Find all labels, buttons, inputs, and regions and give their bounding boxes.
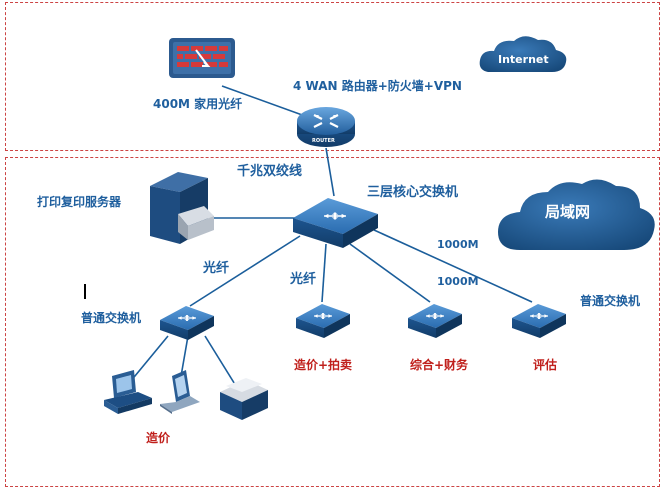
print-server-label: 打印复印服务器 <box>37 195 122 209</box>
gigabit-twisted-label: 千兆双绞线 <box>237 164 303 179</box>
access-switch-left-label: 普通交换机 <box>81 311 142 325</box>
lan-zone <box>5 157 660 487</box>
cloud-icon <box>498 179 655 250</box>
link-router-core <box>325 147 335 197</box>
cloud-icon <box>479 36 567 72</box>
dept-cost-label: 造价 <box>146 431 171 445</box>
router-label: 4 WAN 路由器+防火墙+VPN <box>293 79 462 93</box>
links <box>129 85 533 387</box>
link-core-switch-evaluation <box>373 229 533 303</box>
text-cursor <box>84 284 86 299</box>
dept-general-finance-label: 综合+财务 <box>410 358 469 372</box>
switch-icon <box>408 304 462 338</box>
dept-cost-auction-label: 造价+拍卖 <box>294 358 353 372</box>
router-icon <box>297 107 355 147</box>
link-core-left-switch <box>189 235 301 307</box>
speed-label-2: 1000M <box>437 275 479 288</box>
switch-icon <box>160 306 214 340</box>
lan-label: 局域网 <box>545 203 591 221</box>
switch-icon <box>296 304 350 338</box>
dept-evaluation-label: 评估 <box>533 358 558 372</box>
internet-zone <box>5 2 660 151</box>
link-core-switch-cost-auction <box>321 243 327 303</box>
link-switch-desktop <box>129 335 169 383</box>
laptop-icon <box>160 370 200 414</box>
core-switch-label: 三层核心交换机 <box>367 185 459 200</box>
router-badge: ROUTER <box>312 138 335 144</box>
desktop-computer-icon <box>104 370 152 414</box>
core-switch-icon <box>293 198 378 248</box>
fiber-left-label: 光纤 <box>203 261 230 276</box>
internet-label: Internet <box>498 53 549 66</box>
switch-icon <box>512 304 566 338</box>
fiber-home-label: 400M 家用光纤 <box>153 97 243 111</box>
link-core-switch-general-finance <box>349 243 431 303</box>
speed-label-1: 1000M <box>437 238 479 251</box>
firewall-icon <box>169 38 235 78</box>
printer-icon <box>220 378 268 420</box>
link-switch-printer <box>204 335 237 387</box>
fiber-mid-label: 光纤 <box>290 272 317 287</box>
link-fiber-router <box>221 85 306 117</box>
server-printer-icon <box>150 172 214 244</box>
access-switch-right-label: 普通交换机 <box>580 294 641 308</box>
